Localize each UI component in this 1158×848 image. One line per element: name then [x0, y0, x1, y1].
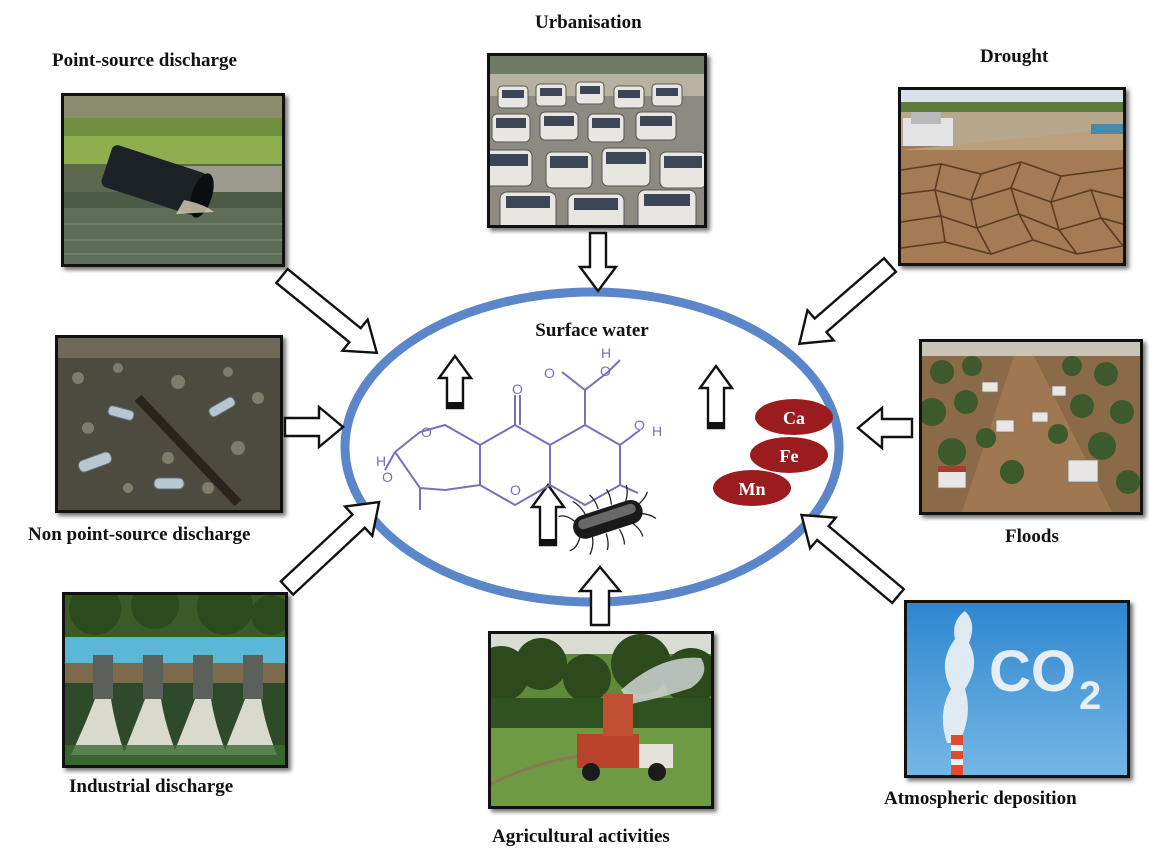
atom-o-6: O	[600, 363, 611, 379]
atom-o-5: O	[544, 365, 555, 381]
co2-cloud-subscript: 2	[1079, 674, 1101, 718]
ion-mn: Mn	[713, 470, 791, 506]
inflow-arrow-non-point-source	[283, 404, 345, 450]
label-urbanisation: Urbanisation	[535, 12, 642, 33]
surface-water-ellipse	[340, 287, 844, 607]
photo-non-point-source	[55, 335, 283, 513]
photo-agricultural	[488, 631, 714, 809]
label-non-point-source: Non point-source discharge	[28, 524, 251, 545]
photo-drought	[898, 87, 1126, 266]
molecule-atom-labels: O O O H O H O O O H	[376, 345, 662, 498]
atom-h-3: H	[652, 423, 662, 439]
inflow-arrow-atmospheric	[799, 513, 906, 605]
inflow-arrow-industrial	[279, 500, 381, 597]
molecule-structure	[384, 359, 641, 510]
label-agricultural: Agricultural activities	[492, 826, 670, 847]
label-atmospheric: Atmospheric deposition	[884, 788, 1077, 809]
atom-o-2: O	[512, 381, 523, 397]
atom-h-1: H	[376, 453, 386, 469]
ion-ca: Ca	[755, 399, 833, 435]
photo-point-source	[61, 93, 285, 267]
ion-mn-label: Mn	[739, 479, 766, 499]
label-floods: Floods	[1005, 526, 1059, 547]
atom-o-7: O	[634, 417, 645, 433]
outflow-arrow-right	[697, 363, 735, 430]
inflow-arrow-floods	[856, 405, 914, 451]
photo-urbanisation	[487, 53, 707, 228]
label-point-source: Point-source discharge	[52, 50, 237, 71]
label-industrial: Industrial discharge	[69, 776, 234, 797]
surface-water-title: Surface water	[535, 320, 649, 341]
atom-o-1: O	[421, 424, 432, 440]
co2-cloud-text: CO	[989, 639, 1076, 704]
atom-o-4: O	[382, 469, 393, 485]
inflow-arrow-agricultural	[577, 565, 623, 627]
inflow-arrow-point-source	[274, 267, 379, 355]
ion-fe-label: Fe	[780, 446, 799, 466]
atom-o-3: O	[510, 482, 521, 498]
outflow-arrow-left	[436, 353, 474, 410]
inflow-arrow-drought	[797, 256, 898, 346]
label-drought: Drought	[980, 46, 1049, 67]
atom-h-2: H	[601, 345, 611, 361]
ion-fe: Fe	[750, 437, 828, 473]
photo-floods	[919, 339, 1143, 515]
outflow-arrow-bottom	[529, 482, 567, 547]
bacterium-icon	[558, 484, 657, 555]
photo-industrial	[62, 592, 288, 768]
ion-ca-label: Ca	[783, 408, 805, 428]
inflow-arrow-urbanisation	[577, 231, 619, 293]
photo-atmospheric: CO 2	[904, 600, 1130, 778]
